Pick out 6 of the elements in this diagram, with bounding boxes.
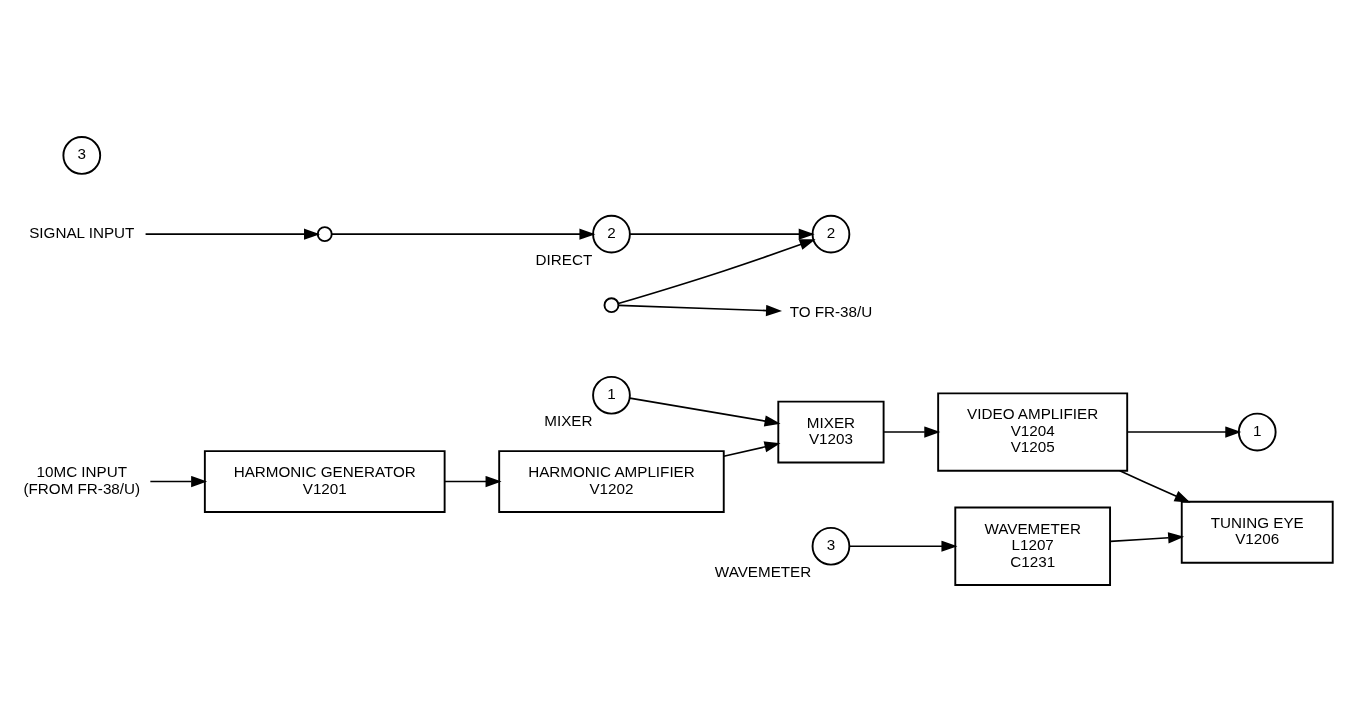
node-label: WAVEMETER — [714, 562, 812, 580]
node-text: TO FR-38/U — [789, 302, 873, 320]
node-label: DIRECT — [535, 250, 593, 268]
node-text: 10MC INPUT (FROM FR-38/U) — [23, 462, 141, 497]
node-label: MIXER — [544, 411, 593, 429]
node-text: SIGNAL INPUT — [29, 223, 135, 241]
